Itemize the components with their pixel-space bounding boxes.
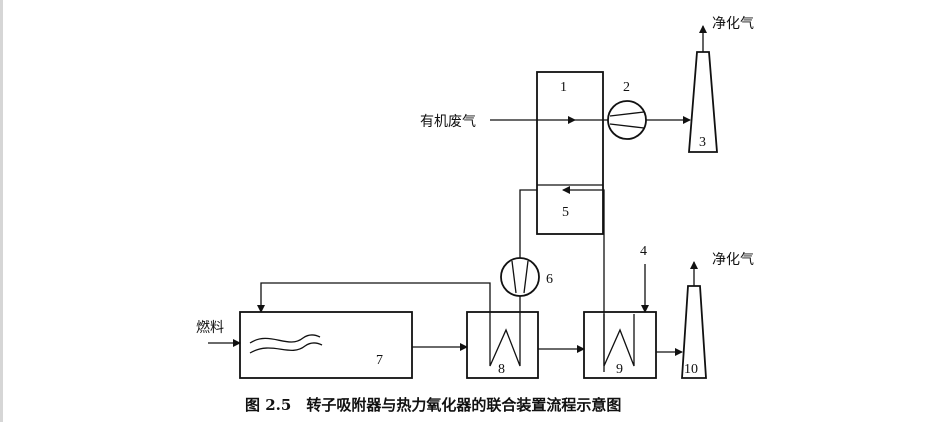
thermal-oxidizer	[239, 311, 413, 379]
unit-number-3: 3	[699, 135, 706, 150]
gas-to-oxidizer-line	[257, 282, 491, 314]
fan-2	[607, 100, 647, 140]
unit-number-6: 6	[546, 272, 553, 287]
unit-number-8: 8	[498, 362, 505, 377]
heat-exchanger-8	[466, 311, 539, 379]
unit-number-7: 7	[376, 353, 383, 368]
unit-number-5: 5	[562, 205, 569, 220]
unit-number-2: 2	[623, 80, 630, 95]
desorbed-gas-line	[519, 189, 537, 258]
unit-number-4: 4	[640, 244, 647, 259]
rotor-adsorber	[536, 71, 604, 235]
unit-number-1: 1	[560, 80, 567, 95]
unit-number-10: 10	[684, 362, 698, 377]
fan-6	[500, 257, 540, 297]
fan-6-blades	[511, 260, 529, 294]
flame-curve-1	[249, 334, 321, 344]
flame-curve-2	[249, 342, 323, 354]
clean-gas-bottom-label: 净化气	[712, 252, 754, 268]
fan-2-blades	[609, 111, 645, 129]
clean-gas-top-label: 净化气	[712, 16, 754, 32]
heat-exchanger-9	[583, 311, 657, 379]
page-left-edge	[0, 0, 3, 422]
fuel-label: 燃料	[196, 319, 224, 336]
stack-3	[688, 51, 718, 153]
heat-exchanger-8-coil	[489, 314, 521, 367]
figure-caption: 图 2.5 转子吸附器与热力氧化器的联合装置流程示意图	[245, 396, 621, 414]
waste-gas-label: 有机废气	[420, 114, 476, 130]
heat-exchanger-9-coil	[603, 314, 635, 367]
stack-10	[681, 285, 707, 379]
unit-number-9: 9	[616, 362, 623, 377]
